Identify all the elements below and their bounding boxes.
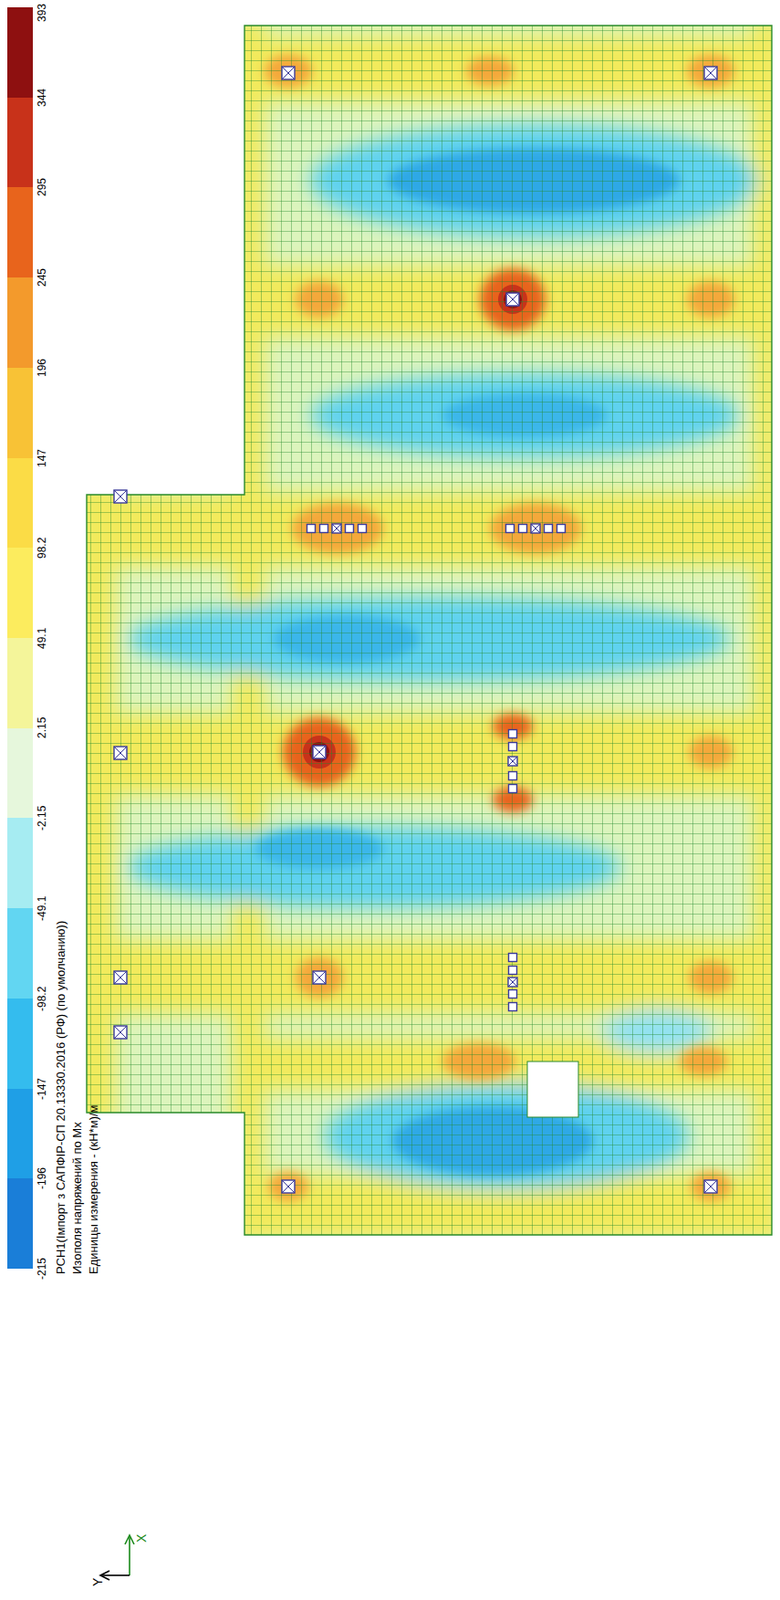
legend-value: 196 xyxy=(36,358,48,377)
axis-label: X xyxy=(135,1533,148,1542)
column-symbol xyxy=(114,1025,127,1039)
column-symbol xyxy=(114,489,127,503)
wall-node xyxy=(544,524,553,533)
units-note: Единицы измерения - (кН*м)/м xyxy=(87,1103,100,1274)
legend-value: 393 xyxy=(36,3,48,22)
column-symbol xyxy=(704,1179,718,1193)
wall-node xyxy=(509,784,518,793)
legend-swatch xyxy=(7,97,33,188)
column-symbol xyxy=(281,66,295,80)
legend-value: 295 xyxy=(36,177,48,197)
legend-swatch xyxy=(7,457,33,549)
wall-node xyxy=(307,524,316,533)
wall-node xyxy=(557,524,566,533)
legend-swatch xyxy=(7,187,33,278)
wall-node xyxy=(509,966,518,975)
legend-value: 98.2 xyxy=(36,537,48,559)
legend-swatch xyxy=(7,998,33,1089)
legend-value: -2.15 xyxy=(36,805,48,831)
legend-swatch xyxy=(7,277,33,368)
legend-value: -215 xyxy=(36,1257,48,1280)
legend-swatch xyxy=(7,637,33,728)
wall-node xyxy=(519,524,528,533)
column-symbol xyxy=(312,970,326,984)
wall-node xyxy=(506,524,515,533)
column-symbol xyxy=(508,756,518,766)
axis-label: Y xyxy=(91,1577,104,1586)
legend-value: 2.15 xyxy=(36,717,48,739)
legend-value: 49.1 xyxy=(36,626,48,648)
wall-node xyxy=(320,524,329,533)
legend-swatch xyxy=(7,1177,33,1269)
plot-title: РСН1(Імпорт з САПФІР-СП 20.13330.2016 (Р… xyxy=(54,920,67,1274)
wall-node xyxy=(509,989,518,999)
column-symbol xyxy=(312,745,326,759)
wall-node xyxy=(509,771,518,780)
column-symbol xyxy=(506,292,520,306)
legend-value: 344 xyxy=(36,88,48,107)
legend-swatch xyxy=(7,367,33,458)
legend-value: -98.2 xyxy=(36,985,48,1010)
wall-node xyxy=(509,742,518,751)
legend-swatch xyxy=(7,1088,33,1179)
legend-value: -147 xyxy=(36,1077,48,1100)
legend-swatch xyxy=(7,817,33,908)
legend-value: -49.1 xyxy=(36,894,48,920)
column-symbol xyxy=(508,977,518,987)
legend-swatch xyxy=(7,547,33,638)
column-symbol xyxy=(114,970,127,984)
legend-value: 147 xyxy=(36,448,48,468)
column-symbol xyxy=(114,746,127,760)
legend-swatch xyxy=(7,728,33,819)
wall-node xyxy=(509,729,518,739)
legend-value: -196 xyxy=(36,1166,48,1189)
column-symbol xyxy=(332,523,342,533)
column-symbol xyxy=(281,1179,295,1193)
wall-node xyxy=(509,953,518,962)
column-symbol xyxy=(704,66,718,80)
wall-node xyxy=(358,524,367,533)
wall-node xyxy=(509,1002,518,1011)
legend-swatch xyxy=(7,907,33,999)
legend-value: 245 xyxy=(36,268,48,287)
wall-node xyxy=(345,524,354,533)
plot-subtitle: Изополя напряжений по Mx xyxy=(71,1121,84,1274)
legend-swatch xyxy=(7,7,33,98)
column-symbol xyxy=(530,523,541,533)
